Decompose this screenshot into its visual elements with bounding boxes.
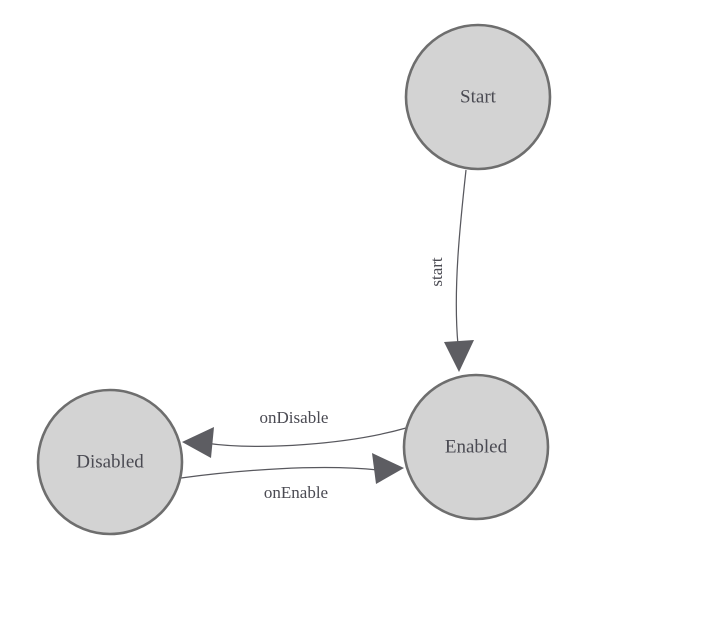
node-start[interactable]: Start bbox=[404, 23, 552, 171]
edge-start-to-enabled-path bbox=[455, 169, 467, 346]
edge-label-ondisable: onDisable bbox=[260, 408, 329, 427]
edge-label-start: start bbox=[427, 257, 446, 287]
edge-disabled-to-enabled-path bbox=[180, 466, 379, 479]
node-start-circle bbox=[404, 23, 552, 171]
node-enabled-label: Enabled bbox=[445, 436, 508, 457]
arrowhead-left-icon bbox=[182, 427, 214, 458]
node-start-label: Start bbox=[460, 86, 497, 107]
node-disabled-label: Disabled bbox=[76, 451, 144, 472]
edge-disabled-to-enabled[interactable]: onEnable bbox=[180, 453, 404, 502]
node-enabled-circle bbox=[402, 373, 550, 521]
arrowhead-down-icon bbox=[444, 340, 474, 372]
edge-enabled-to-disabled[interactable]: onDisable bbox=[182, 408, 407, 458]
edge-start-to-enabled[interactable]: start bbox=[427, 169, 474, 372]
node-disabled-circle bbox=[36, 388, 184, 536]
node-enabled[interactable]: Enabled bbox=[402, 373, 550, 521]
node-disabled[interactable]: Disabled bbox=[36, 388, 184, 536]
edge-label-onenable: onEnable bbox=[264, 483, 328, 502]
edge-enabled-to-disabled-path bbox=[204, 427, 407, 447]
arrowhead-right-icon bbox=[372, 453, 404, 484]
